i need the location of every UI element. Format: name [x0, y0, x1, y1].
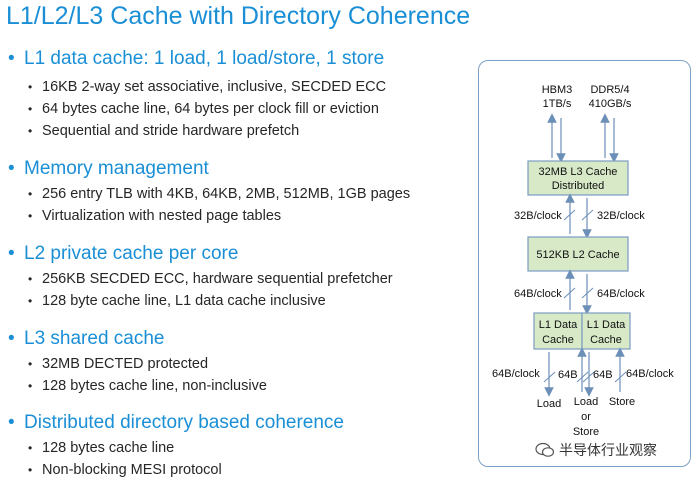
section-heading: •L2 private cache per core — [8, 243, 239, 264]
port-loadstore-2: or — [581, 411, 591, 423]
l1a-label: L1 Data — [539, 319, 578, 331]
list-item: •32MB DECTED protected — [28, 356, 209, 372]
list-item: •Non-blocking MESI protocol — [28, 462, 222, 478]
bw-loadstore-left: 64B — [558, 369, 578, 381]
l1a-sublabel: Cache — [542, 334, 574, 346]
list-item: •Virtualization with nested page tables — [28, 208, 282, 224]
bullet-dot: • — [8, 48, 15, 69]
l1-cache-box-b — [581, 312, 631, 350]
watermark-text: 半导体行业观察 — [559, 442, 657, 458]
list-item: •256 entry TLB with 4KB, 64KB, 2MB, 512M… — [28, 186, 411, 202]
list-item: •256KB SECDED ECC, hardware sequential p… — [28, 271, 393, 287]
section-heading-text: Distributed directory based coherence — [24, 412, 345, 433]
section-heading-text: Memory management — [24, 158, 209, 179]
l1-cache-box-a — [533, 312, 583, 350]
list-item: •128 byte cache line, L1 data cache incl… — [28, 293, 326, 309]
section-heading: •Distributed directory based coherence — [8, 412, 345, 433]
port-loadstore-1: Load — [574, 396, 598, 408]
l2-right-bw: 64B/clock — [597, 288, 645, 300]
port-load: Load — [537, 398, 561, 410]
l3-cache-sublabel: Distributed — [552, 180, 605, 192]
l1b-sublabel: Cache — [590, 334, 622, 346]
hbm-bandwidth: 1TB/s — [543, 98, 572, 110]
list-item: •128 bytes cache line — [28, 440, 175, 456]
section-heading-text: L2 private cache per core — [24, 243, 239, 264]
ddr-bandwidth: 410GB/s — [589, 98, 632, 110]
l3-cache-label: 32MB L3 Cache — [539, 166, 618, 178]
l3-right-bw: 32B/clock — [597, 210, 645, 222]
list-item: •16KB 2-way set associative, inclusive, … — [28, 79, 387, 95]
l2-cache-label: 512KB L2 Cache — [536, 249, 619, 261]
section-heading: •Memory management — [8, 158, 209, 179]
port-store: Store — [609, 396, 635, 408]
bw-loadstore-right: 64B — [593, 369, 613, 381]
l3-left-bw: 32B/clock — [514, 210, 562, 222]
l2-left-bw: 64B/clock — [514, 288, 562, 300]
list-item: •128 bytes cache line, non-inclusive — [28, 378, 267, 394]
section-heading-text: L1 data cache: 1 load, 1 load/store, 1 s… — [24, 48, 385, 69]
ddr-label: DDR5/4 — [590, 84, 629, 96]
list-item: •64 bytes cache line, 64 bytes per clock… — [28, 101, 379, 117]
hbm-label: HBM3 — [542, 84, 573, 96]
bw-load: 64B/clock — [492, 368, 540, 380]
watermark: 半导体行业观察 — [535, 440, 657, 460]
bw-store: 64B/clock — [626, 368, 674, 380]
section-heading: •L3 shared cache — [8, 328, 165, 349]
wechat-icon — [535, 442, 555, 457]
page-title: L1/L2/L3 Cache with Directory Coherence — [6, 2, 471, 30]
l2-cache-box — [527, 236, 629, 272]
list-item: •Sequential and stride hardware prefetch — [28, 123, 300, 139]
l3-cache-box — [527, 160, 629, 196]
port-loadstore-3: Store — [573, 426, 599, 438]
l1b-label: L1 Data — [587, 319, 626, 331]
section-heading-text: L3 shared cache — [24, 328, 165, 349]
section-heading: • L1 data cache: 1 load, 1 load/store, 1 … — [8, 48, 384, 70]
